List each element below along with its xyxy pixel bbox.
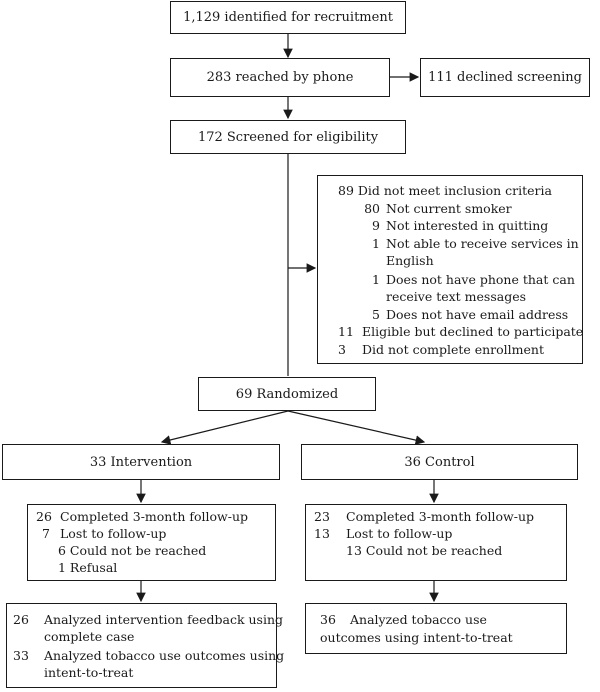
followup-count: 26 <box>36 509 52 524</box>
analysis-count: 33 <box>13 648 29 663</box>
excluded-count: 1 <box>372 236 380 251</box>
analysis-text: intent-to-treat <box>44 665 134 680</box>
screened-label: 172 Screened for eligibility <box>197 129 379 145</box>
excluded-count: 3 <box>338 342 346 357</box>
followup-count: 13 <box>314 526 330 541</box>
arrow-randomized-to-intervention <box>160 410 289 445</box>
excluded-count: 5 <box>372 307 380 322</box>
phone-label: 283 reached by phone <box>206 70 354 85</box>
excluded-reason: English <box>386 253 434 268</box>
analysis-text: outcomes using intent-to-treat <box>320 630 513 645</box>
followup-count: 7 <box>42 526 50 541</box>
declined-label: 111 declined screening <box>428 70 582 85</box>
arrow-randomized-to-control <box>287 410 426 445</box>
recruitment-box: 1,129 identified for recruitment <box>170 1 406 34</box>
excluded-reason: Does not have email address <box>386 307 569 322</box>
control-label: 36 Control <box>404 454 475 470</box>
excluded-header: 89 Did not meet inclusion criteria <box>338 183 552 198</box>
excluded-reason: Does not have phone that can <box>386 272 575 287</box>
followup-text: Completed 3-month follow-up <box>60 509 249 524</box>
excluded-reason: Not current smoker <box>386 201 512 216</box>
followup-detail: 13 Could not be reached <box>346 543 503 558</box>
recruitment-label: 1,129 identified for recruitment <box>183 10 393 25</box>
analysis-text: Analyzed tobacco use <box>350 612 487 627</box>
excluded-count: 9 <box>372 218 380 233</box>
followup-text: Lost to follow-up <box>346 526 453 541</box>
excluded-count: 11 <box>338 324 354 339</box>
excluded-reason: Not able to receive services in <box>386 236 579 251</box>
analysis-text: complete case <box>44 629 135 644</box>
intervention-box: 33 Intervention <box>2 444 280 480</box>
followup-detail: 6 Could not be reached <box>58 543 207 558</box>
followup-text: Completed 3-month follow-up <box>346 509 535 524</box>
analysis-text: Analyzed tobacco use outcomes using <box>44 648 285 663</box>
followup-count: 23 <box>314 509 330 524</box>
analysis-count: 36 <box>320 612 336 627</box>
excluded-reason: receive text messages <box>386 289 527 304</box>
analysis-text: Analyzed intervention feedback using <box>44 612 284 627</box>
control-analysis-box: 36 Analyzed tobacco use outcomes using i… <box>305 603 567 654</box>
randomized-label: 69 Randomized <box>235 386 339 402</box>
excluded-reason: Eligible but declined to participate <box>362 324 584 339</box>
excluded-count: 1 <box>372 272 380 287</box>
control-followup-box: 23 Completed 3-month follow-up 13 Lost t… <box>305 504 567 581</box>
control-box: 36 Control <box>301 444 578 480</box>
screened-box: 172 Screened for eligibility <box>170 120 406 154</box>
randomized-box: 69 Randomized <box>198 377 376 411</box>
declined-box: 111 declined screening <box>420 58 590 97</box>
intervention-followup-box: 26 Completed 3-month follow-up 7 Lost to… <box>27 504 276 581</box>
intervention-label: 33 Intervention <box>89 454 193 470</box>
intervention-analysis-box: 26 Analyzed intervention feedback using … <box>6 603 284 688</box>
excluded-reason: Did not complete enrollment <box>362 342 545 357</box>
excluded-reason: Not interested in quitting <box>386 218 549 233</box>
analysis-count: 26 <box>13 612 29 627</box>
excluded-box: 89 Did not meet inclusion criteria 80 No… <box>317 175 583 364</box>
excluded-count: 80 <box>364 201 380 216</box>
followup-text: Lost to follow-up <box>60 526 167 541</box>
followup-detail: 1 Refusal <box>58 560 118 575</box>
phone-box: 283 reached by phone <box>170 58 390 97</box>
